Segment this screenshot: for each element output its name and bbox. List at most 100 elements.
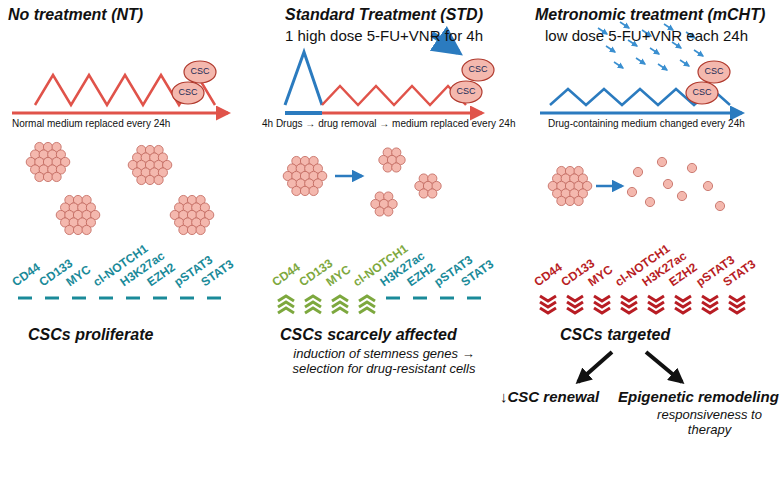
drug-arrow <box>658 64 667 70</box>
shrink-arrow <box>335 175 362 178</box>
outcome-note: responsiveness to therapy <box>635 408 784 438</box>
down-chevron <box>702 296 718 301</box>
down-chevron <box>621 308 637 313</box>
down-chevron <box>702 308 718 313</box>
shrink-arrow <box>596 185 622 188</box>
cell <box>557 196 566 205</box>
down-chevron <box>675 308 691 313</box>
cell <box>137 175 146 184</box>
cell-shape <box>450 81 482 103</box>
cell <box>715 201 724 210</box>
down-chevron <box>594 302 610 307</box>
down-chevron <box>729 302 745 307</box>
drug-arrow <box>606 46 615 52</box>
cell-label: CSC <box>449 80 483 97</box>
cell <box>384 207 393 216</box>
cell-label: CSC <box>183 60 217 77</box>
drug-arrow <box>650 48 659 54</box>
down-chevron <box>567 296 583 301</box>
marker-name: CD44 <box>532 261 565 290</box>
cell-label: CSC <box>685 81 719 98</box>
column-title: Standard Treatment (STD) <box>285 6 483 24</box>
cell-shape <box>184 61 216 83</box>
drug-period <box>285 111 322 115</box>
down-chevron <box>729 296 745 301</box>
cell-label: CSC <box>461 58 495 75</box>
down-chevron <box>729 308 745 313</box>
down-chevron <box>594 296 610 301</box>
down-chevron <box>621 302 637 307</box>
down-chevron <box>567 302 583 307</box>
outcome-note: induction of stemness genes → selection … <box>268 347 500 377</box>
drug-arrow <box>636 58 645 64</box>
column-title: Metronomic treatment (mCHT) <box>535 6 765 24</box>
down-chevron <box>540 308 556 313</box>
stem-cell: CSC <box>461 58 495 82</box>
stem-cell: CSC <box>697 60 731 84</box>
unchanged-dash <box>180 297 194 300</box>
column-title: No treatment (NT) <box>8 6 143 24</box>
unchanged-dash <box>413 297 427 300</box>
unchanged-dash <box>18 297 32 300</box>
down-chevron <box>675 296 691 301</box>
cell <box>419 189 428 198</box>
cell <box>574 196 583 205</box>
drug-spike <box>285 52 322 105</box>
unchanged-dash <box>45 297 59 300</box>
down-chevron <box>540 296 556 301</box>
cell <box>35 172 44 181</box>
down-chevron <box>648 296 664 301</box>
unchanged-dash <box>207 297 221 300</box>
cell <box>187 225 196 234</box>
stem-cell: CSC <box>685 81 719 105</box>
cell <box>392 163 401 172</box>
cell-shape <box>686 82 718 104</box>
marker-symbols <box>18 296 745 313</box>
cell <box>73 225 82 234</box>
cell <box>43 172 52 181</box>
cell <box>300 186 309 195</box>
down-chevron <box>648 308 664 313</box>
cell <box>145 175 154 184</box>
down-chevron <box>540 302 556 307</box>
marker-name: CD44 <box>270 261 303 290</box>
drug-arrow <box>614 62 623 68</box>
up-chevron <box>332 308 348 313</box>
up-chevron <box>359 308 375 313</box>
stem-cell: CSC <box>183 60 217 84</box>
cell <box>657 157 666 166</box>
cell <box>428 189 437 198</box>
down-chevron <box>621 296 637 301</box>
time-arrow <box>12 112 228 115</box>
cell <box>179 225 188 234</box>
schedule-caption: 4h Drugs → drug removal → medium replace… <box>262 118 515 130</box>
cell-label: CSC <box>171 81 205 98</box>
drug-arrow <box>680 60 689 66</box>
dose-note: low dose 5-FU+VNR each 24h <box>545 27 748 44</box>
down-chevron <box>675 302 691 307</box>
cell <box>154 175 163 184</box>
time-arrow <box>540 112 742 115</box>
schedule-caption: Normal medium replaced every 24h <box>12 118 170 130</box>
cell <box>292 186 301 195</box>
cell <box>52 172 61 181</box>
down-chevron <box>648 302 664 307</box>
unchanged-dash <box>126 297 140 300</box>
down-chevron <box>567 308 583 313</box>
up-chevron <box>305 308 321 313</box>
cell <box>565 196 574 205</box>
unchanged-dash <box>72 297 86 300</box>
outcome-arrow <box>646 352 682 382</box>
outcome-title: CSCs scarcely affected <box>280 326 457 344</box>
stem-cell: CSC <box>171 81 205 105</box>
dose-note: 1 high dose 5-FU+VNR for 4h <box>285 27 483 44</box>
cell-shape <box>698 61 730 83</box>
stem-cell: CSC <box>449 80 483 104</box>
up-chevron <box>278 308 294 313</box>
unchanged-dash <box>467 297 481 300</box>
cell <box>65 225 74 234</box>
cell <box>687 163 696 172</box>
cell-shape <box>462 59 494 81</box>
cell <box>196 225 205 234</box>
